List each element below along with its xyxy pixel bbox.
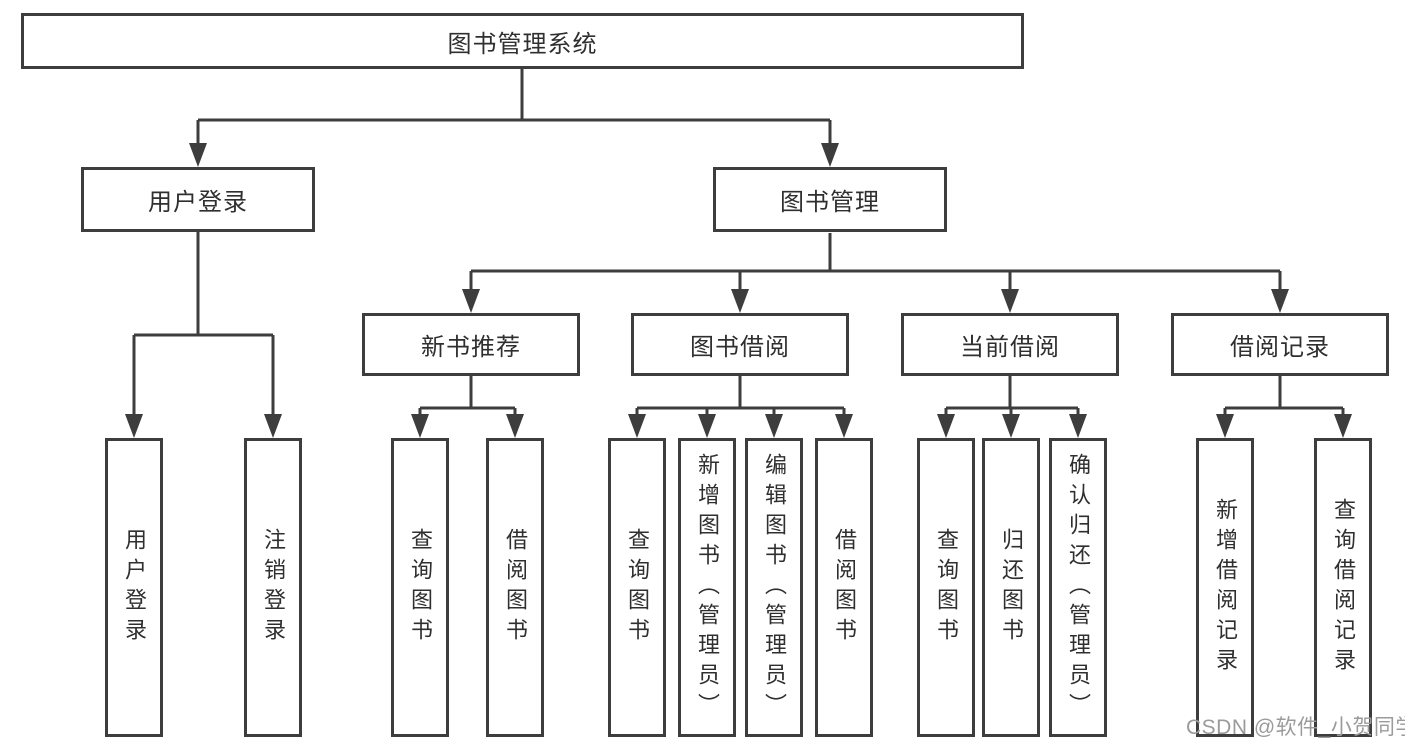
node-book-management-label: 图书管理 [780, 189, 880, 216]
node-book-borrowing: 图书借阅 [631, 313, 849, 376]
node-current-borrowing-label: 当前借阅 [960, 334, 1060, 361]
leaf-br-query-record-label: 查询借阅记录 [1331, 497, 1356, 678]
leaf-bb-add-books-admin: 新增图书（管理员） [678, 438, 736, 737]
node-root-system: 图书管理系统 [21, 13, 1024, 69]
leaf-bb-query-books-label: 查询图书 [625, 527, 650, 648]
leaf-bb-edit-books-admin: 编辑图书（管理员） [745, 438, 803, 737]
leaf-nb-query-books: 查询图书 [391, 438, 449, 737]
leaf-nb-borrow-books-label: 借阅图书 [503, 527, 528, 648]
node-borrow-records: 借阅记录 [1171, 313, 1389, 376]
leaf-bb-add-books-admin-label: 新增图书（管理员） [695, 452, 720, 723]
leaf-logout-label: 注销登录 [261, 527, 286, 648]
leaf-br-add-record-label: 新增借阅记录 [1213, 497, 1238, 678]
node-book-borrowing-label: 图书借阅 [690, 334, 790, 361]
leaf-cb-return-books: 归还图书 [982, 438, 1040, 737]
csdn-watermark: CSDN @软件_小贺同学 [1186, 716, 1405, 739]
node-user-login-label: 用户登录 [148, 189, 248, 216]
node-user-login: 用户登录 [81, 167, 315, 232]
leaf-bb-borrow-books-label: 借阅图书 [832, 527, 857, 648]
leaf-nb-query-books-label: 查询图书 [408, 527, 433, 648]
leaf-cb-confirm-return-admin: 确认归还（管理员） [1049, 438, 1107, 737]
node-current-borrowing: 当前借阅 [901, 313, 1119, 376]
leaf-user-login: 用户登录 [105, 438, 163, 737]
leaf-br-add-record: 新增借阅记录 [1196, 438, 1254, 737]
leaf-nb-borrow-books: 借阅图书 [486, 438, 544, 737]
node-book-management: 图书管理 [713, 167, 947, 232]
leaf-bb-edit-books-admin-label: 编辑图书（管理员） [762, 452, 787, 723]
leaf-bb-query-books: 查询图书 [608, 438, 666, 737]
leaf-cb-query-books-label: 查询图书 [934, 527, 959, 648]
leaf-cb-return-books-label: 归还图书 [999, 527, 1024, 648]
node-borrow-records-label: 借阅记录 [1230, 334, 1330, 361]
node-root-label: 图书管理系统 [447, 30, 598, 58]
leaf-user-login-label: 用户登录 [122, 527, 147, 648]
node-new-book-recommend-label: 新书推荐 [421, 334, 521, 361]
leaf-cb-query-books: 查询图书 [917, 438, 975, 737]
leaf-br-query-record: 查询借阅记录 [1314, 438, 1372, 737]
leaf-cb-confirm-return-admin-label: 确认归还（管理员） [1066, 452, 1091, 723]
node-new-book-recommend: 新书推荐 [362, 313, 580, 376]
leaf-logout: 注销登录 [244, 438, 302, 737]
leaf-bb-borrow-books: 借阅图书 [815, 438, 873, 737]
